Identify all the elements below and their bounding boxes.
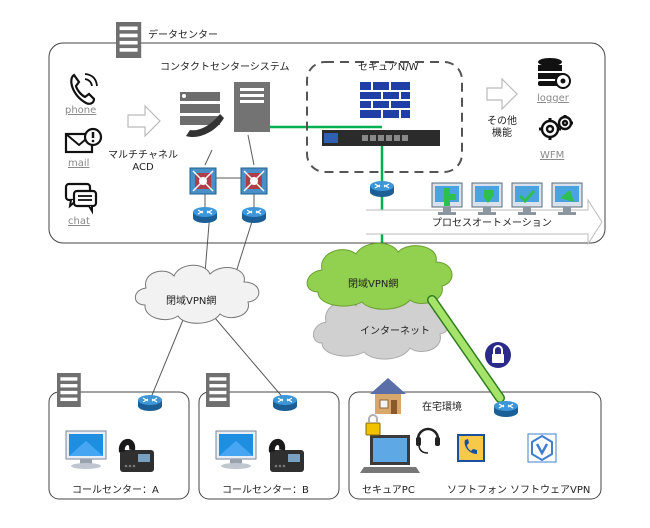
home-item-software-vpn: ソフトウェアVPN [510, 485, 591, 496]
callcenter-a-label: コールセンター：A [72, 485, 159, 496]
channel-chat-link[interactable]: chat [68, 216, 90, 227]
phone-icon [70, 73, 98, 105]
datacenter-building-icon [116, 22, 142, 58]
callcenter-a-building-icon [57, 373, 81, 407]
closed-vpn-cloud-right [306, 242, 453, 310]
switch-icon [189, 167, 217, 195]
router-icon [369, 180, 395, 198]
switch-icon [240, 167, 268, 195]
tool-wfm-link[interactable]: WFM [540, 150, 565, 161]
closed-vpn-right-label: 閉域VPN網 [348, 279, 399, 290]
internet-label: インターネット [360, 326, 430, 337]
vpn-tunnel [427, 295, 505, 403]
router-icon [241, 206, 267, 224]
server-icon [234, 82, 270, 132]
router-icon [137, 394, 163, 412]
internet-cloud [313, 293, 451, 360]
vpn-client-icon [527, 433, 557, 463]
routing-label: マルチチャネル ACD [108, 150, 178, 173]
house-icon [370, 378, 406, 414]
closed-vpn-cloud-left [134, 264, 260, 324]
contact-center-system-label: コンタクトセンターシステム [160, 62, 290, 73]
secure-nw-label: セキュアN/W [358, 62, 419, 73]
voice-gateway-icon [180, 92, 224, 138]
other-functions-label: その他 機能 [487, 116, 517, 139]
closed-vpn-left-label: 閉域VPN網 [166, 296, 217, 307]
home-item-secure-pc: セキュアPC [362, 485, 415, 496]
utm-appliance-icon [322, 130, 440, 146]
datacenter-title: データセンター [148, 30, 218, 41]
callcenter-b-building-icon [206, 373, 230, 407]
deskphone-icon [120, 442, 154, 472]
output-arrow-icon [486, 77, 518, 111]
process-automation-arrow [366, 198, 603, 246]
mail-icon [64, 127, 103, 154]
tool-logger-link[interactable]: logger [537, 93, 569, 104]
process-automation-label: プロセスオートメーション [432, 218, 552, 229]
home-title: 在宅環境 [422, 402, 462, 413]
router-icon [493, 400, 519, 418]
lock-icon [485, 342, 511, 368]
router-icon [192, 206, 218, 224]
softphone-icon [457, 434, 485, 462]
automation-pc-icon [511, 182, 543, 216]
automation-pc-icon [471, 182, 503, 216]
automation-pc-icon [431, 182, 463, 216]
callcenter-b-label: コールセンター：B [222, 485, 309, 496]
monitor-icon [215, 430, 257, 470]
headset-icon [416, 427, 440, 454]
database-settings-icon [538, 58, 571, 89]
gears-icon [539, 115, 573, 140]
deskphone-icon [270, 442, 304, 472]
automation-pc-icon [551, 182, 583, 216]
channel-phone-link[interactable]: phone [65, 105, 97, 116]
channel-mail-link[interactable]: mail [68, 158, 90, 169]
secure-laptop-icon [360, 414, 420, 473]
firewall-icon [360, 82, 410, 118]
monitor-icon [65, 430, 107, 470]
home-item-softphone: ソフトフォン [447, 485, 507, 496]
input-arrow-icon [127, 104, 161, 138]
chat-icon [64, 182, 98, 215]
router-icon [272, 394, 298, 412]
